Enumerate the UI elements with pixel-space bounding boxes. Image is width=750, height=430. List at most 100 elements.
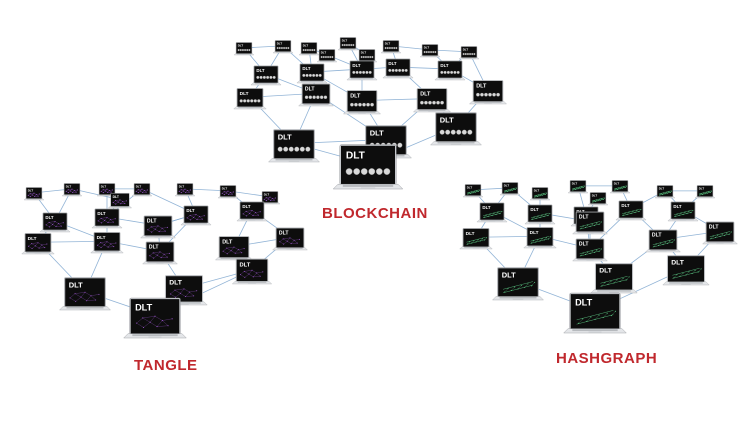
laptop-icon: DLT — [337, 37, 359, 51]
screen-dlt-text: DLT — [370, 129, 384, 138]
laptop-icon: DLT — [492, 267, 544, 301]
laptop-icon: DLT — [140, 215, 176, 239]
screen-dlt-text: DLT — [97, 235, 106, 241]
screen-dlt-text: DLT — [440, 63, 449, 68]
laptop-icon: DLT — [459, 228, 493, 250]
laptop-icon: DLT — [667, 201, 699, 222]
laptop-icon: DLT — [272, 40, 294, 54]
laptop-icon: DLT — [462, 184, 484, 198]
screen-dlt-text: DLT — [388, 61, 397, 66]
screen-dlt-text: DLT — [614, 181, 620, 185]
laptop-icon: DLT — [231, 258, 273, 285]
screen-dlt-text: DLT — [652, 233, 662, 239]
laptop-icon: DLT — [563, 292, 627, 334]
tangle-label: TANGLE — [134, 357, 198, 374]
laptop-icon: DLT — [268, 129, 320, 163]
screen-dlt-text: DLT — [579, 215, 589, 221]
screen-dlt-text: DLT — [350, 94, 361, 100]
laptop-icon: DLT — [529, 187, 551, 201]
screen-dlt-text: DLT — [352, 63, 361, 68]
laptop-icon: DLT — [316, 49, 338, 63]
laptop-icon: DLT — [233, 42, 255, 56]
screen-dlt-text: DLT — [303, 43, 309, 47]
screen-dlt-text: DLT — [169, 280, 183, 287]
laptop-icon: DLT — [615, 200, 647, 221]
screen-dlt-text: DLT — [97, 211, 106, 216]
screen-dlt-text: DLT — [222, 186, 228, 190]
laptop-icon: DLT — [259, 191, 281, 205]
laptop-icon: DLT — [702, 221, 738, 245]
laptop-icon: DLT — [61, 183, 83, 197]
screen-dlt-text: DLT — [534, 188, 540, 192]
laptop-icon: DLT — [23, 187, 45, 201]
screen-dlt-text: DLT — [136, 184, 142, 188]
laptop-icon: DLT — [123, 297, 187, 339]
laptop-icon: DLT — [572, 211, 608, 235]
screen-dlt-text: DLT — [147, 219, 157, 225]
screen-dlt-text: DLT — [592, 193, 598, 197]
laptop-icon: DLT — [250, 65, 282, 86]
screen-dlt-text: DLT — [321, 50, 327, 54]
screen-dlt-text: DLT — [256, 68, 265, 73]
laptop-icon: DLT — [131, 183, 153, 197]
screen-dlt-text: DLT — [502, 271, 516, 280]
laptop-icon: DLT — [298, 42, 320, 56]
laptop-icon: DLT — [419, 44, 441, 58]
laptop-icon: DLT — [39, 212, 71, 233]
screen-dlt-text: DLT — [179, 184, 185, 188]
screen-dlt-text: DLT — [476, 84, 487, 90]
screen-dlt-text: DLT — [346, 150, 366, 161]
screen-dlt-text: DLT — [305, 87, 315, 93]
screen-dlt-text: DLT — [149, 245, 159, 251]
screen-dlt-text: DLT — [709, 225, 719, 231]
screen-dlt-text: DLT — [113, 195, 120, 199]
screen-dlt-text: DLT — [467, 185, 473, 189]
screen-dlt-text: DLT — [671, 260, 685, 267]
screen-dlt-text: DLT — [673, 204, 682, 209]
screen-dlt-text: DLT — [278, 133, 292, 142]
laptop-icon: DLT — [469, 80, 507, 105]
laptop-icon: DLT — [662, 255, 710, 286]
laptop-icon: DLT — [587, 192, 609, 206]
laptop-icon: DLT — [430, 112, 482, 146]
laptop-icon: DLT — [332, 144, 404, 190]
laptop-icon: DLT — [59, 277, 111, 311]
laptop-icon: DLT — [380, 40, 402, 54]
laptop-icon: DLT — [236, 201, 268, 222]
laptop-icon: DLT — [694, 185, 716, 199]
laptop-icon: DLT — [567, 180, 589, 194]
laptop-icon: DLT — [499, 182, 521, 196]
laptop-icon: DLT — [609, 180, 631, 194]
screen-dlt-text: DLT — [530, 230, 539, 236]
screen-dlt-text: DLT — [135, 303, 153, 313]
screen-dlt-text: DLT — [242, 204, 251, 209]
laptop-icon: DLT — [654, 185, 676, 199]
laptop-icon: DLT — [108, 193, 132, 209]
laptop-icon: DLT — [524, 204, 556, 225]
laptop-icon: DLT — [572, 238, 608, 262]
laptop-icon: DLT — [91, 208, 123, 229]
laptop-icon: DLT — [90, 232, 124, 254]
laptop-icon: DLT — [233, 88, 267, 110]
laptop-icon: DLT — [413, 88, 451, 113]
screen-dlt-text: DLT — [659, 186, 665, 190]
blockchain-label: BLOCKCHAIN — [322, 205, 428, 222]
laptop-icon: DLT — [645, 229, 681, 253]
laptop-icon: DLT — [217, 185, 239, 199]
screen-dlt-text: DLT — [575, 298, 593, 308]
screen-dlt-text: DLT — [466, 231, 475, 237]
screen-dlt-text: DLT — [361, 50, 367, 54]
laptop-icon: DLT — [296, 63, 328, 84]
screen-dlt-text: DLT — [66, 184, 72, 188]
screen-dlt-text: DLT — [45, 215, 54, 220]
hashgraph-label: HASHGRAPH — [556, 350, 658, 367]
screen-dlt-text: DLT — [28, 236, 37, 242]
laptop-icon: DLT — [272, 227, 308, 251]
screen-dlt-text: DLT — [239, 263, 250, 269]
screen-dlt-text: DLT — [101, 184, 107, 188]
screen-dlt-text: DLT — [579, 242, 589, 248]
laptop-icon: DLT — [21, 233, 55, 255]
laptop-icon: DLT — [590, 263, 638, 294]
screen-dlt-text: DLT — [222, 240, 233, 246]
